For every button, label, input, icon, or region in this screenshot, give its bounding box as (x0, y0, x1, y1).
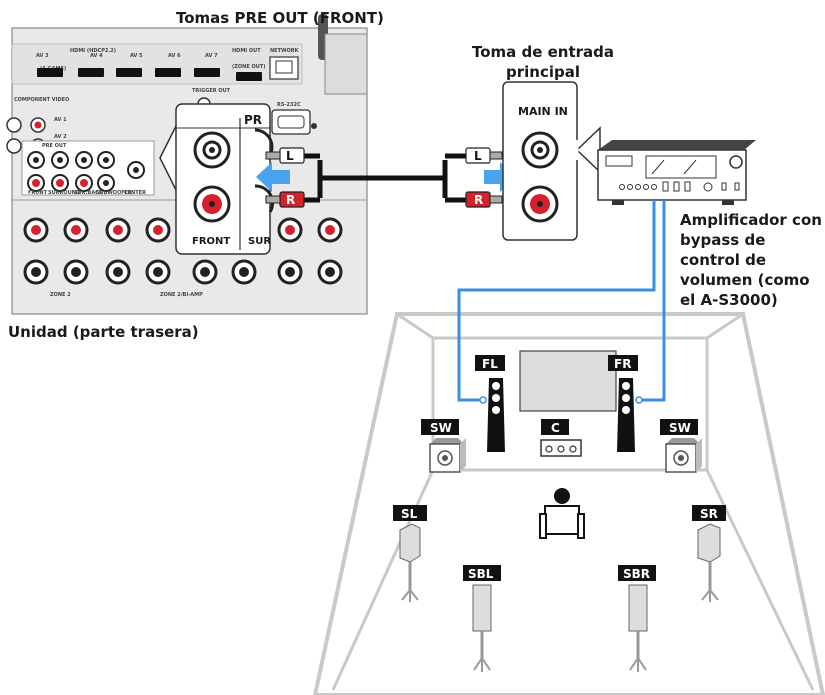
main-in-label: MAIN IN (518, 105, 568, 118)
receiver-rear-panel: HDMI (HDCP2.2) AV 3 AV 4 AV 5 AV 6 AV 7 … (6, 14, 368, 315)
svg-text:COMPONENT VIDEO: COMPONENT VIDEO (14, 97, 69, 103)
svg-text:AV 7: AV 7 (205, 53, 218, 59)
speaker-sw-left-label: SW (430, 421, 452, 435)
svg-text:AV 3: AV 3 (36, 53, 49, 59)
svg-text:L: L (474, 149, 482, 163)
speaker-sr-label: SR (700, 507, 718, 521)
svg-text:ZONE 2/BI-AMP: ZONE 2/BI-AMP (160, 292, 203, 298)
zoom-front-label: FRONT (192, 236, 230, 247)
speaker-sl (399, 523, 421, 602)
unit-rear-label: Unidad (parte trasera) (8, 323, 199, 341)
speaker-sbl-label: SBL (468, 567, 494, 581)
svg-text:R: R (474, 193, 483, 207)
main-in-panel: MAIN IN (502, 81, 601, 241)
speaker-c-label: C (551, 421, 560, 435)
speaker-sr (697, 523, 721, 602)
svg-text:CENTER: CENTER (124, 190, 146, 196)
svg-text:NETWORK: NETWORK (270, 48, 300, 54)
svg-text:AV 1: AV 1 (54, 117, 67, 123)
svg-text:ZONE 2: ZONE 2 (50, 292, 71, 298)
speaker-terminals (23, 217, 343, 285)
tv-screen (519, 350, 617, 412)
speaker-sw-right-label: SW (669, 421, 691, 435)
zoom-pr-label: PR (244, 113, 262, 127)
svg-text:R: R (286, 193, 295, 207)
speaker-sbr-label: SBR (623, 567, 650, 581)
speaker-center (540, 439, 582, 457)
svg-text:HDMI (HDCP2.2): HDMI (HDCP2.2) (70, 48, 116, 54)
speaker-fr (617, 378, 643, 452)
speaker-tags (393, 355, 726, 581)
subwoofer-right (665, 438, 702, 473)
speaker-fr-label: FR (614, 357, 631, 371)
svg-text:TRIGGER OUT: TRIGGER OUT (192, 88, 231, 94)
svg-text:RS-232C: RS-232C (277, 102, 301, 108)
speaker-tag-labels: FL FR C SW SW SL SR SBL SBR (401, 357, 718, 581)
amplifier-illustration (597, 140, 756, 205)
speaker-sbl (472, 584, 492, 672)
svg-text:AV 5: AV 5 (130, 53, 143, 59)
svg-text:AV 4: AV 4 (90, 53, 103, 59)
speaker-fl-label: FL (482, 357, 498, 371)
svg-text:SUBWOOFER: SUBWOOFER (96, 190, 132, 196)
amplifier-label: Amplificador con bypass de control de vo… (680, 211, 822, 309)
speaker-sbr (628, 584, 648, 672)
zoom-sur-label: SUR (248, 236, 271, 247)
main-input-label: Toma de entrada principal (471, 43, 615, 81)
pre-out-zoom-panel: PR FRONT SUR (159, 103, 275, 255)
svg-text:(ZONE OUT): (ZONE OUT) (232, 64, 266, 70)
svg-text:AV 2: AV 2 (54, 134, 67, 140)
svg-text:L: L (286, 149, 294, 163)
speaker-fl (479, 378, 505, 452)
svg-text:AV 6: AV 6 (168, 53, 181, 59)
speaker-wires (457, 200, 666, 402)
svg-text:PRE OUT: PRE OUT (42, 143, 67, 149)
pre-out-front-label: Tomas PRE OUT (FRONT) (176, 9, 384, 27)
svg-text:SURROUND: SURROUND (48, 190, 80, 196)
svg-text:SUR.BACK: SUR.BACK (74, 190, 104, 196)
listener (539, 488, 585, 539)
svg-text:HDMI OUT: HDMI OUT (232, 48, 261, 54)
rca-cable: L R L R (265, 147, 503, 208)
svg-text:FRONT: FRONT (28, 190, 48, 196)
signal-arrow-left (256, 162, 290, 192)
subwoofer-left (429, 438, 466, 473)
speaker-sl-label: SL (401, 507, 418, 521)
